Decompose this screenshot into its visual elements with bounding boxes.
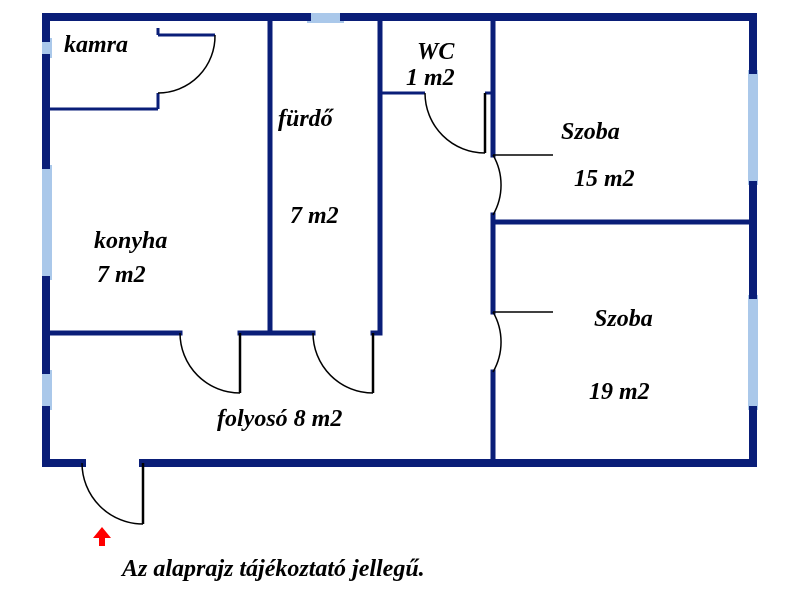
room-label-furdo: fürdő [278,106,335,132]
window-top [307,13,344,23]
door-konyha [179,332,242,394]
room-label-wc: WC [417,39,455,65]
room-label-szoba-1: Szoba [561,119,620,145]
window-left-3 [42,370,52,410]
door-szoba-19 [492,311,553,373]
room-area-wc: 1 m2 [406,65,455,91]
room-label-konyha: konyha [94,228,167,254]
door-kamra [157,34,216,94]
room-area-konyha: 7 m2 [97,262,146,288]
room-area-szoba-1: 15 m2 [574,166,635,192]
door-furdo [312,332,375,394]
window-left-1 [42,38,52,58]
window-right-1 [748,70,758,185]
inner-walls [43,14,756,466]
disclaimer-note: Az alaprajz tájékoztató jellegű. [120,556,425,582]
room-area-szoba-2: 19 m2 [589,379,650,405]
window-left-2 [42,165,52,280]
door-szoba-15 [492,154,553,216]
door-wc [424,92,487,154]
thin-walls [48,28,493,111]
outer-walls [42,13,757,467]
room-label-szoba-2: Szoba [594,306,653,332]
red-up-arrow-icon [93,527,111,546]
room-label-kamra: kamra [64,32,128,58]
window-right-2 [748,295,758,410]
room-label-folyoso: folyosó 8 m2 [217,406,342,432]
room-area-furdo: 7 m2 [290,203,339,229]
door-entrance [81,462,145,525]
